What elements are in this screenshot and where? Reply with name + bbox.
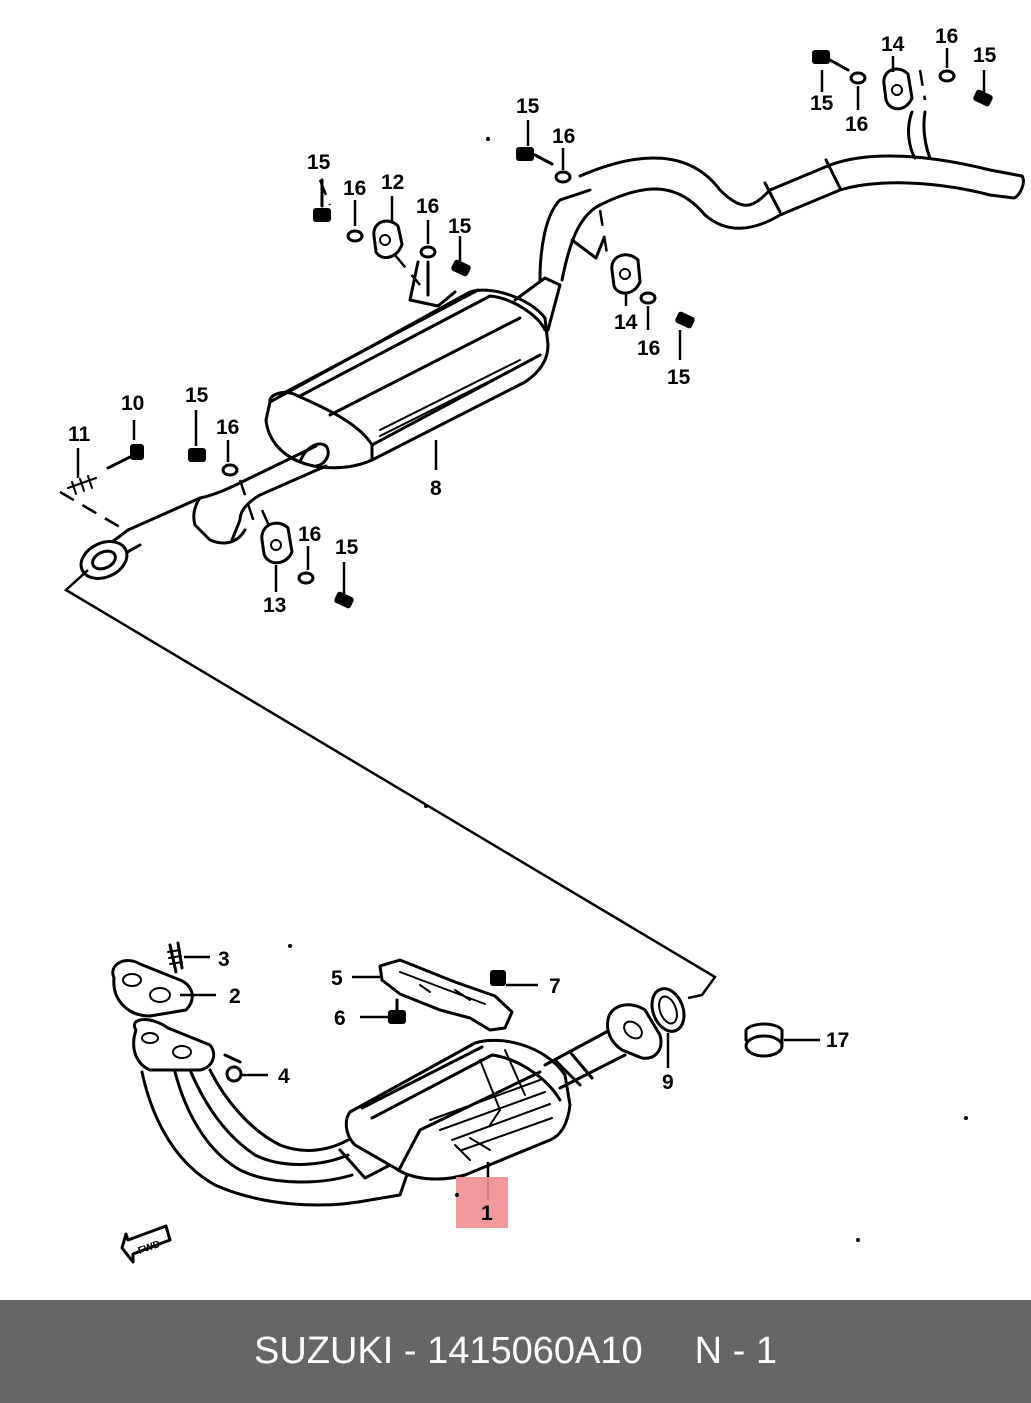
caption-separator: - (403, 1330, 417, 1372)
callout-10: 10 (121, 392, 144, 415)
callout-14-b: 14 (881, 33, 905, 56)
callout-8: 8 (430, 477, 442, 500)
callout-2: 2 (229, 985, 241, 1008)
callout-16-e: 16 (845, 113, 868, 136)
rubber-mount-14-front (610, 253, 642, 295)
callout-15-f: 15 (973, 44, 997, 67)
callout-15-g: 15 (185, 384, 209, 407)
callout-13: 13 (263, 594, 286, 617)
scan-specks (288, 137, 968, 1242)
callout-15-c: 15 (516, 95, 540, 118)
rubber-mount-14-rear (882, 67, 914, 111)
front-pipe-catalytic-converter (132, 1003, 663, 1207)
flange-nut (223, 1053, 243, 1083)
center-pipe (79, 444, 328, 580)
callout-11: 11 (68, 423, 91, 446)
callout-3: 3 (218, 948, 230, 971)
callout-15-h: 15 (335, 536, 359, 559)
callout-16-c: 16 (552, 125, 575, 148)
rubber-mount-13 (260, 521, 294, 565)
callout-1: 1 (481, 1202, 493, 1225)
callout-15-d: 15 (667, 366, 691, 389)
callout-9: 9 (662, 1071, 674, 1094)
brand-name: SUZUKI (253, 1330, 394, 1372)
highlight-callout-1 (456, 1177, 508, 1228)
callout-5: 5 (331, 967, 343, 990)
main-muffler (264, 260, 562, 470)
callout-16-a: 16 (343, 177, 366, 200)
converter-bracket (378, 958, 514, 1032)
connection-guides (59, 69, 927, 1000)
leader-lines (76, 48, 986, 1200)
exhaust-system-diagram: FWD 1 (59, 25, 1025, 1264)
part-caption-bar: SUZUKI - 1415060A10 N - 1 (0, 1300, 1031, 1403)
callout-16-f: 16 (935, 25, 958, 48)
callout-6: 6 (334, 1007, 346, 1030)
manifold-gasket (111, 959, 194, 1018)
callout-7: 7 (549, 975, 561, 998)
callout-16-b: 16 (416, 195, 439, 218)
callout-15-a: 15 (307, 151, 331, 174)
rubber-plug (744, 1022, 784, 1058)
part-number: 1415060A10 (427, 1330, 643, 1372)
callout-4: 4 (278, 1065, 290, 1088)
callout-12: 12 (381, 171, 404, 194)
gasket-ring (650, 987, 686, 1033)
stud-bolt (167, 941, 184, 974)
callout-16-h: 16 (298, 523, 321, 546)
callout-labels: 1 2 3 4 5 6 7 8 9 10 11 12 13 14 14 15 1… (68, 25, 997, 1225)
callout-16-d: 16 (637, 337, 660, 360)
callout-14-a: 14 (614, 311, 638, 334)
position-code: N - 1 (694, 1330, 778, 1372)
callout-17: 17 (826, 1029, 849, 1052)
callout-15-b: 15 (448, 215, 472, 238)
tail-pipe (538, 110, 1025, 282)
bolts-and-washers (67, 50, 993, 609)
rubber-mount-12 (372, 219, 404, 260)
callout-16-g: 16 (216, 416, 239, 439)
forward-direction-icon: FWD (120, 1224, 172, 1264)
callout-15-e: 15 (810, 92, 834, 115)
